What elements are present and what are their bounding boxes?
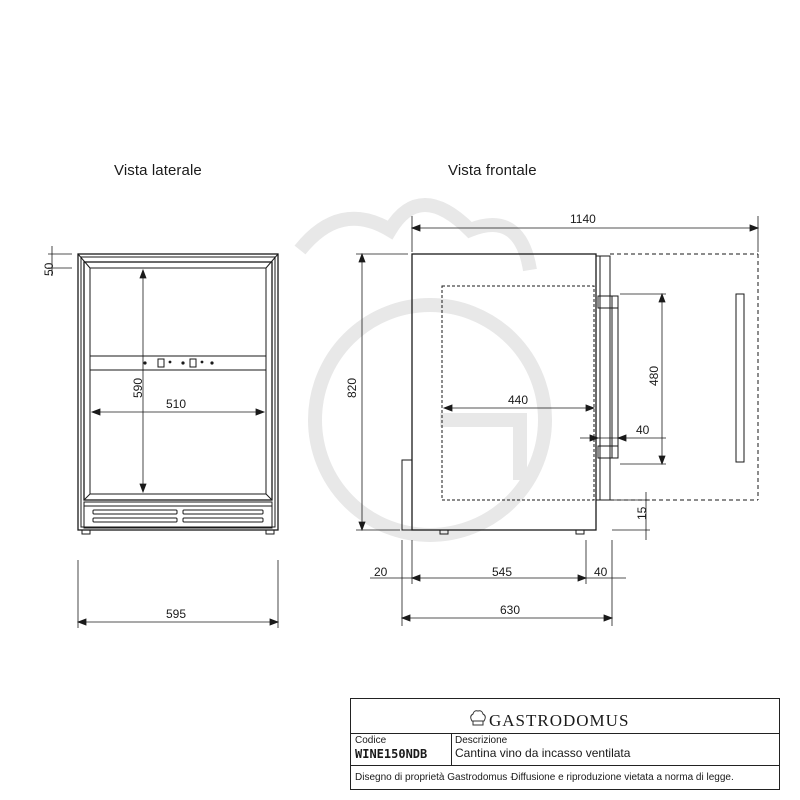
dim-depth-total: 630 xyxy=(500,603,520,617)
code-value: WINE150NDB xyxy=(355,747,428,761)
dim-depth-back: 20 xyxy=(374,565,388,579)
title-block: GASTRODOMUS Codice WINE150NDB Descrizion… xyxy=(350,698,780,790)
dim-bottom-gap: 15 xyxy=(635,506,649,520)
dim-depth-body: 545 xyxy=(492,565,512,579)
side-view-drawing xyxy=(77,253,279,535)
dim-handle-depth: 40 xyxy=(636,423,650,437)
dim-front-total-width: 1140 xyxy=(570,212,596,226)
dim-side-inner-width: 510 xyxy=(166,397,186,411)
watermark-logo xyxy=(294,198,552,542)
description-value: Cantina vino da incasso ventilata xyxy=(455,746,631,760)
footer-copyright: Diffusione e riproduzione vietata a norm… xyxy=(511,772,734,783)
side-view-title: Vista laterale xyxy=(114,162,202,179)
dim-side-total-width: 595 xyxy=(166,607,186,621)
front-view-title: Vista frontale xyxy=(448,162,537,179)
brand-name: GASTRODOMUS xyxy=(489,711,630,730)
chef-hat-icon xyxy=(470,710,486,726)
divider xyxy=(451,734,452,766)
control-panel xyxy=(143,358,214,368)
dim-depth-front: 40 xyxy=(594,565,608,579)
footer-row xyxy=(351,765,779,766)
dim-side-top: 50 xyxy=(42,262,56,276)
front-view-drawing xyxy=(401,253,759,535)
footer-ownership: Disegno di proprietà Gastrodomus - xyxy=(355,772,514,783)
code-row: Codice WINE150NDB Descrizione Cantina vi… xyxy=(351,733,779,766)
side-dimensions xyxy=(48,246,280,628)
description-label: Descrizione xyxy=(455,735,508,746)
code-label: Codice xyxy=(355,735,387,746)
front-dimensions xyxy=(356,216,760,626)
dim-front-inner-width: 440 xyxy=(508,393,528,407)
dim-side-inner-height: 590 xyxy=(131,378,145,398)
dim-front-height: 820 xyxy=(345,378,359,398)
dim-handle-height: 480 xyxy=(647,366,661,386)
